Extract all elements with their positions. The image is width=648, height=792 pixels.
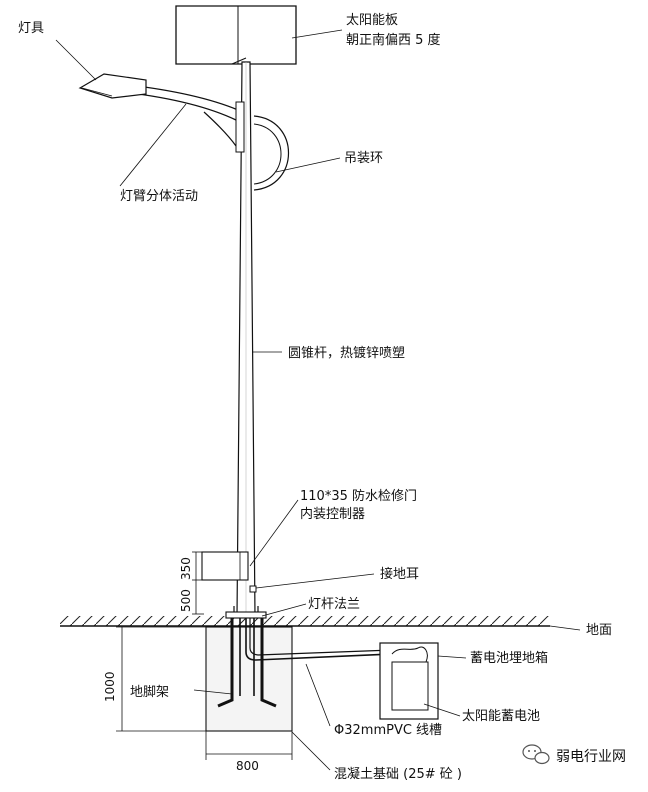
- label-door-line1: 110*35 防水检修门: [300, 488, 417, 504]
- solar-panel: [175, 5, 297, 65]
- label-arm: 灯臂分体活动: [120, 189, 198, 204]
- label-solar-panel: 太阳能板: [346, 13, 398, 28]
- lamp-head: [78, 73, 147, 99]
- label-solar-battery: 太阳能蓄电池: [462, 709, 540, 724]
- dim-door: [192, 551, 204, 581]
- watermark-text: 弱电行业网: [556, 749, 626, 765]
- label-ground-lug: 接地耳: [380, 566, 419, 582]
- ground-lug: [249, 585, 257, 593]
- label-pvc-conduit: Φ32mmPVC 线槽: [334, 723, 442, 738]
- battery-box: [379, 642, 439, 720]
- anchor-cage: [217, 618, 277, 708]
- wechat-icon: [522, 744, 550, 765]
- label-battery-box: 蓄电池埋地箱: [470, 650, 548, 666]
- label-lamp: 灯具: [18, 21, 44, 36]
- dim-depth: [116, 626, 206, 732]
- label-anchor: 地脚架: [130, 684, 169, 700]
- label-foundation: 混凝土基础 (25# 砼 ): [334, 766, 462, 782]
- dim-text-door: 350: [179, 557, 193, 580]
- label-flange: 灯杆法兰: [308, 597, 360, 612]
- label-pole: 圆锥杆，热镀锌喷塑: [288, 345, 405, 361]
- ground-line: [60, 616, 550, 627]
- concrete-foundation: [205, 626, 293, 732]
- access-door: [201, 551, 249, 581]
- label-door-line2: 内装控制器: [300, 506, 365, 522]
- label-panel-orientation: 朝正南偏西 5 度: [346, 32, 441, 48]
- pvc-conduit: [245, 618, 393, 661]
- dim-text-offset: 500: [179, 589, 193, 612]
- dim-offset: [192, 580, 204, 615]
- leader-lines: [55, 29, 581, 771]
- lifting-ring: [253, 115, 289, 191]
- label-lifting-ring: 吊装环: [344, 151, 383, 166]
- label-ground: 地面: [586, 623, 612, 638]
- dim-text-depth: 1000: [103, 671, 117, 702]
- dim-text-width: 800: [236, 759, 259, 773]
- dim-width: [205, 731, 293, 760]
- watermark: 弱电行业网: [522, 744, 626, 765]
